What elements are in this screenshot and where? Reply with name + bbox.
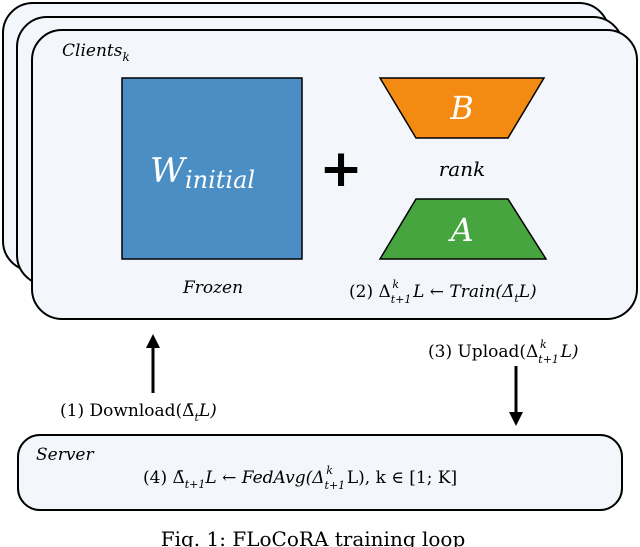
server-title: Server xyxy=(36,445,94,465)
download-label: (1) Download(Δ̄tL) xyxy=(60,401,217,424)
rank-label: rank xyxy=(439,157,485,181)
frozen-label: Frozen xyxy=(182,278,243,298)
clients-title: Clientsk xyxy=(62,41,130,64)
plus-sign: + xyxy=(319,139,363,199)
server-panel xyxy=(17,434,623,511)
lora-a-block xyxy=(378,198,548,260)
lora-b-block xyxy=(378,77,546,139)
a-label: A xyxy=(447,211,473,249)
upload-arrowhead xyxy=(509,412,523,426)
b-label: B xyxy=(449,89,474,127)
frozen-weight-block xyxy=(121,77,303,260)
figure-caption: Fig. 1: FLoCoRA training loop xyxy=(161,527,466,547)
weight-label: Winitial xyxy=(150,151,255,194)
download-arrowhead xyxy=(146,334,160,348)
